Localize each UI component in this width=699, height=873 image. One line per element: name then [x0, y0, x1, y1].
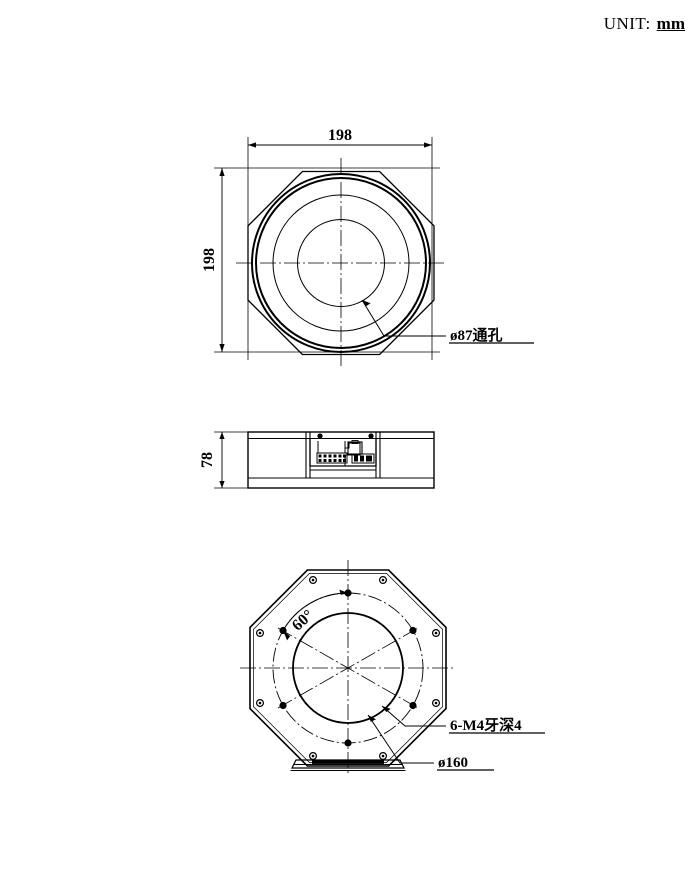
angle-60-dimension: 60° [282, 589, 349, 641]
bolt-hole [344, 739, 352, 747]
bottom-view-octagon-inner-offset [253, 573, 443, 763]
corner-hole [309, 751, 318, 760]
side-view: 78 [199, 431, 435, 489]
bolt-hole [409, 626, 417, 635]
top-view: 198 198 ø87通孔 [201, 127, 534, 368]
bottom-view: 60° 6-M4牙深4 ø160 [240, 560, 545, 776]
thread-callout-text: 6-M4牙深4 [450, 716, 522, 734]
terminal-block [316, 452, 348, 464]
corner-hole [379, 575, 388, 584]
dimension-height-198: 198 [201, 168, 225, 352]
top-view-centerlines [236, 158, 446, 368]
top-view-octagon-outline [247, 170, 435, 356]
bolt-hole [409, 701, 417, 710]
bottom-view-corner-holes [256, 575, 441, 760]
side-view-pocket-step [317, 441, 346, 454]
side-view-dimension-extension-lines [214, 431, 252, 489]
unit-note: UNIT: mm [604, 14, 685, 34]
angle-60-text: 60° [289, 607, 317, 635]
bottom-view-corner-hole-centers [258, 578, 438, 758]
corner-hole [432, 698, 441, 707]
through-hole-callout-text: ø87通孔 [450, 327, 503, 344]
thread-callout: 6-M4牙深4 [381, 705, 545, 734]
bottom-view-octagon-outline [249, 569, 447, 767]
through-hole-callout: ø87通孔 [361, 299, 534, 344]
bottom-view-connector-flange [290, 759, 406, 772]
rj45-connector [344, 440, 363, 466]
dimension-height-198-text: 198 [201, 248, 218, 272]
side-view-screw-left [317, 433, 323, 439]
corner-hole [432, 628, 441, 637]
dimension-width-198-text: 198 [328, 127, 352, 144]
indicator-leds [351, 453, 375, 464]
corner-hole [309, 575, 318, 584]
bolt-circle-callout: ø160 [367, 714, 494, 771]
unit-value: mm [656, 14, 685, 33]
dimension-height-78: 78 [199, 432, 225, 488]
side-view-body-outline [247, 431, 435, 489]
bolt-circle-callout-text: ø160 [438, 755, 468, 771]
bolt-hole [279, 701, 287, 710]
dimension-width-198: 198 [248, 127, 432, 148]
side-view-connector-pocket [309, 438, 377, 467]
corner-hole [256, 698, 265, 707]
corner-hole [256, 628, 265, 637]
corner-hole [379, 751, 388, 760]
unit-label: UNIT: [603, 14, 651, 33]
side-view-screw-right [368, 433, 374, 439]
dimension-height-78-text: 78 [199, 452, 216, 468]
